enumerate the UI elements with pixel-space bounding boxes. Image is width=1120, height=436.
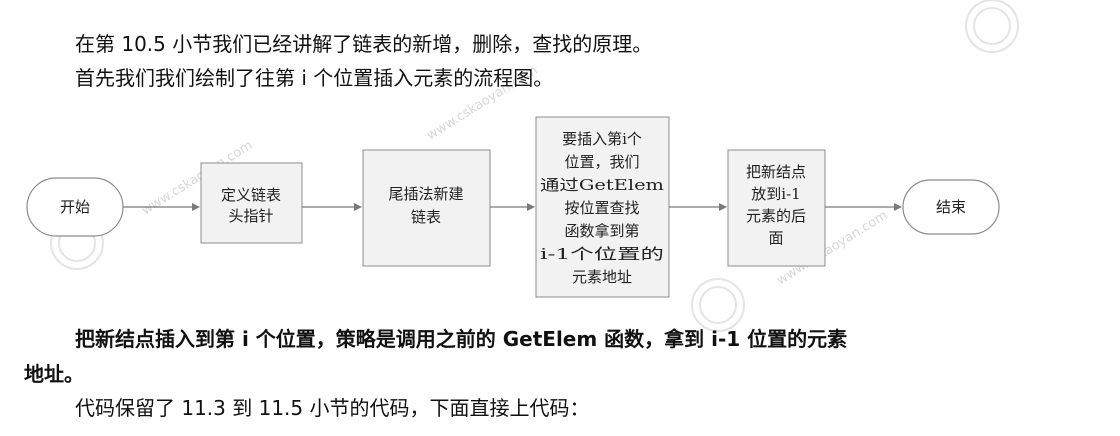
arrowhead-4: [719, 203, 727, 211]
step3-line1: 要插入第i个: [562, 130, 642, 148]
step-tail-insert-create: [362, 149, 491, 267]
intro-paragraph: 在第 10.5 小节我们已经讲解了链表的新增，删除，查找的原理。: [75, 32, 653, 56]
step1-line2: 头指针: [228, 207, 273, 225]
step4-line1: 把新结点: [746, 163, 806, 181]
step2-line1: 尾插法新建: [388, 185, 463, 203]
step3-line3: 通过GetElem: [540, 176, 664, 194]
step3-line5: 函数拿到第: [564, 222, 639, 240]
step-define-head-pointer: [200, 162, 303, 244]
arrowhead-1: [192, 203, 200, 211]
code-intro-paragraph: 代码保留了 11.3 到 11.5 小节的代码，下面直接上代码：: [75, 396, 590, 420]
step1-line1: 定义链表: [221, 186, 281, 204]
step3-line6: i-1个位置的: [540, 245, 664, 263]
step3-line4: 按位置查找: [564, 199, 639, 217]
step-place-new-node: [727, 149, 826, 267]
watermark-seal-2: [691, 278, 745, 332]
step-get-elem: [535, 116, 670, 298]
flowchart-intro-paragraph: 首先我们我们绘制了往第 i 个位置插入元素的流程图。: [75, 66, 554, 90]
step4-line4: 面: [768, 229, 783, 247]
end-terminator: [902, 179, 1000, 235]
start-label: 开始: [60, 198, 90, 216]
arrowhead-5: [894, 203, 902, 211]
strategy-paragraph-continued: 地址。: [24, 362, 84, 386]
step4-line2: 放到i-1: [751, 185, 800, 203]
strategy-paragraph: 把新结点插入到第 i 个位置，策略是调用之前的 GetElem 函数，拿到 i-…: [75, 327, 848, 351]
arrowhead-3: [527, 203, 535, 211]
end-label: 结束: [936, 198, 966, 216]
step4-line3: 元素的后: [746, 207, 806, 225]
step3-line2: 位置，我们: [564, 153, 639, 171]
watermark-seal-3: [965, 0, 1019, 53]
step3-line7: 元素地址: [572, 268, 632, 286]
arrowhead-2: [354, 203, 362, 211]
step2-line2: 链表: [411, 208, 441, 226]
